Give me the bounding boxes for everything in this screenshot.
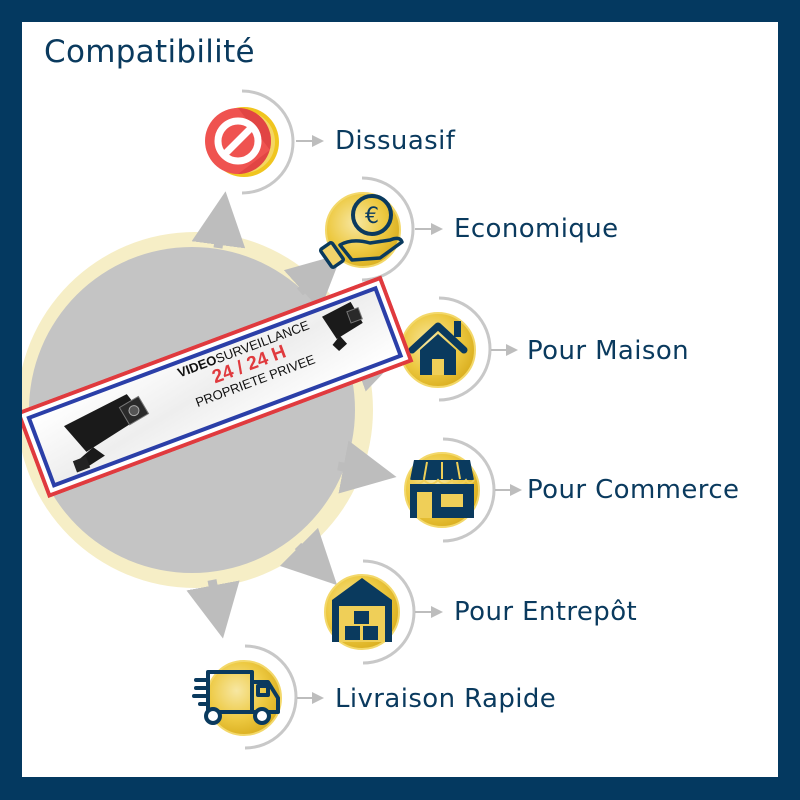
camera-right-icon bbox=[322, 301, 363, 351]
feature-label-pour-commerce: Pour Commerce bbox=[527, 475, 740, 505]
feature-label-economique: Economique bbox=[454, 214, 619, 244]
feature-label-dissuasif: Dissuasif bbox=[335, 126, 456, 156]
shop-storefront-icon bbox=[404, 452, 480, 528]
warehouse-icon bbox=[324, 574, 400, 650]
camera-left-icon bbox=[63, 394, 150, 473]
feature-label-livraison-rapide: Livraison Rapide bbox=[335, 684, 557, 714]
feature-label-pour-maison: Pour Maison bbox=[527, 336, 690, 366]
icon-arcs bbox=[241, 89, 496, 750]
videosurveillance-sticker: VIDEOSURVEILLANCE 24 / 24 H PROPRIETE PR… bbox=[22, 275, 414, 499]
house-icon bbox=[400, 312, 476, 388]
sticker-graphic bbox=[22, 275, 414, 499]
delivery-truck-icon bbox=[192, 660, 282, 736]
page-title: Compatibilité bbox=[44, 34, 255, 70]
svg-text:€: € bbox=[365, 204, 379, 229]
prohibited-icon bbox=[205, 107, 279, 177]
infographic-panel: Compatibilité bbox=[22, 22, 778, 777]
connector-arrows bbox=[296, 135, 522, 704]
euro-coin-hand-icon: € bbox=[318, 192, 404, 269]
feature-label-pour-entrepot: Pour Entrepôt bbox=[454, 597, 638, 627]
